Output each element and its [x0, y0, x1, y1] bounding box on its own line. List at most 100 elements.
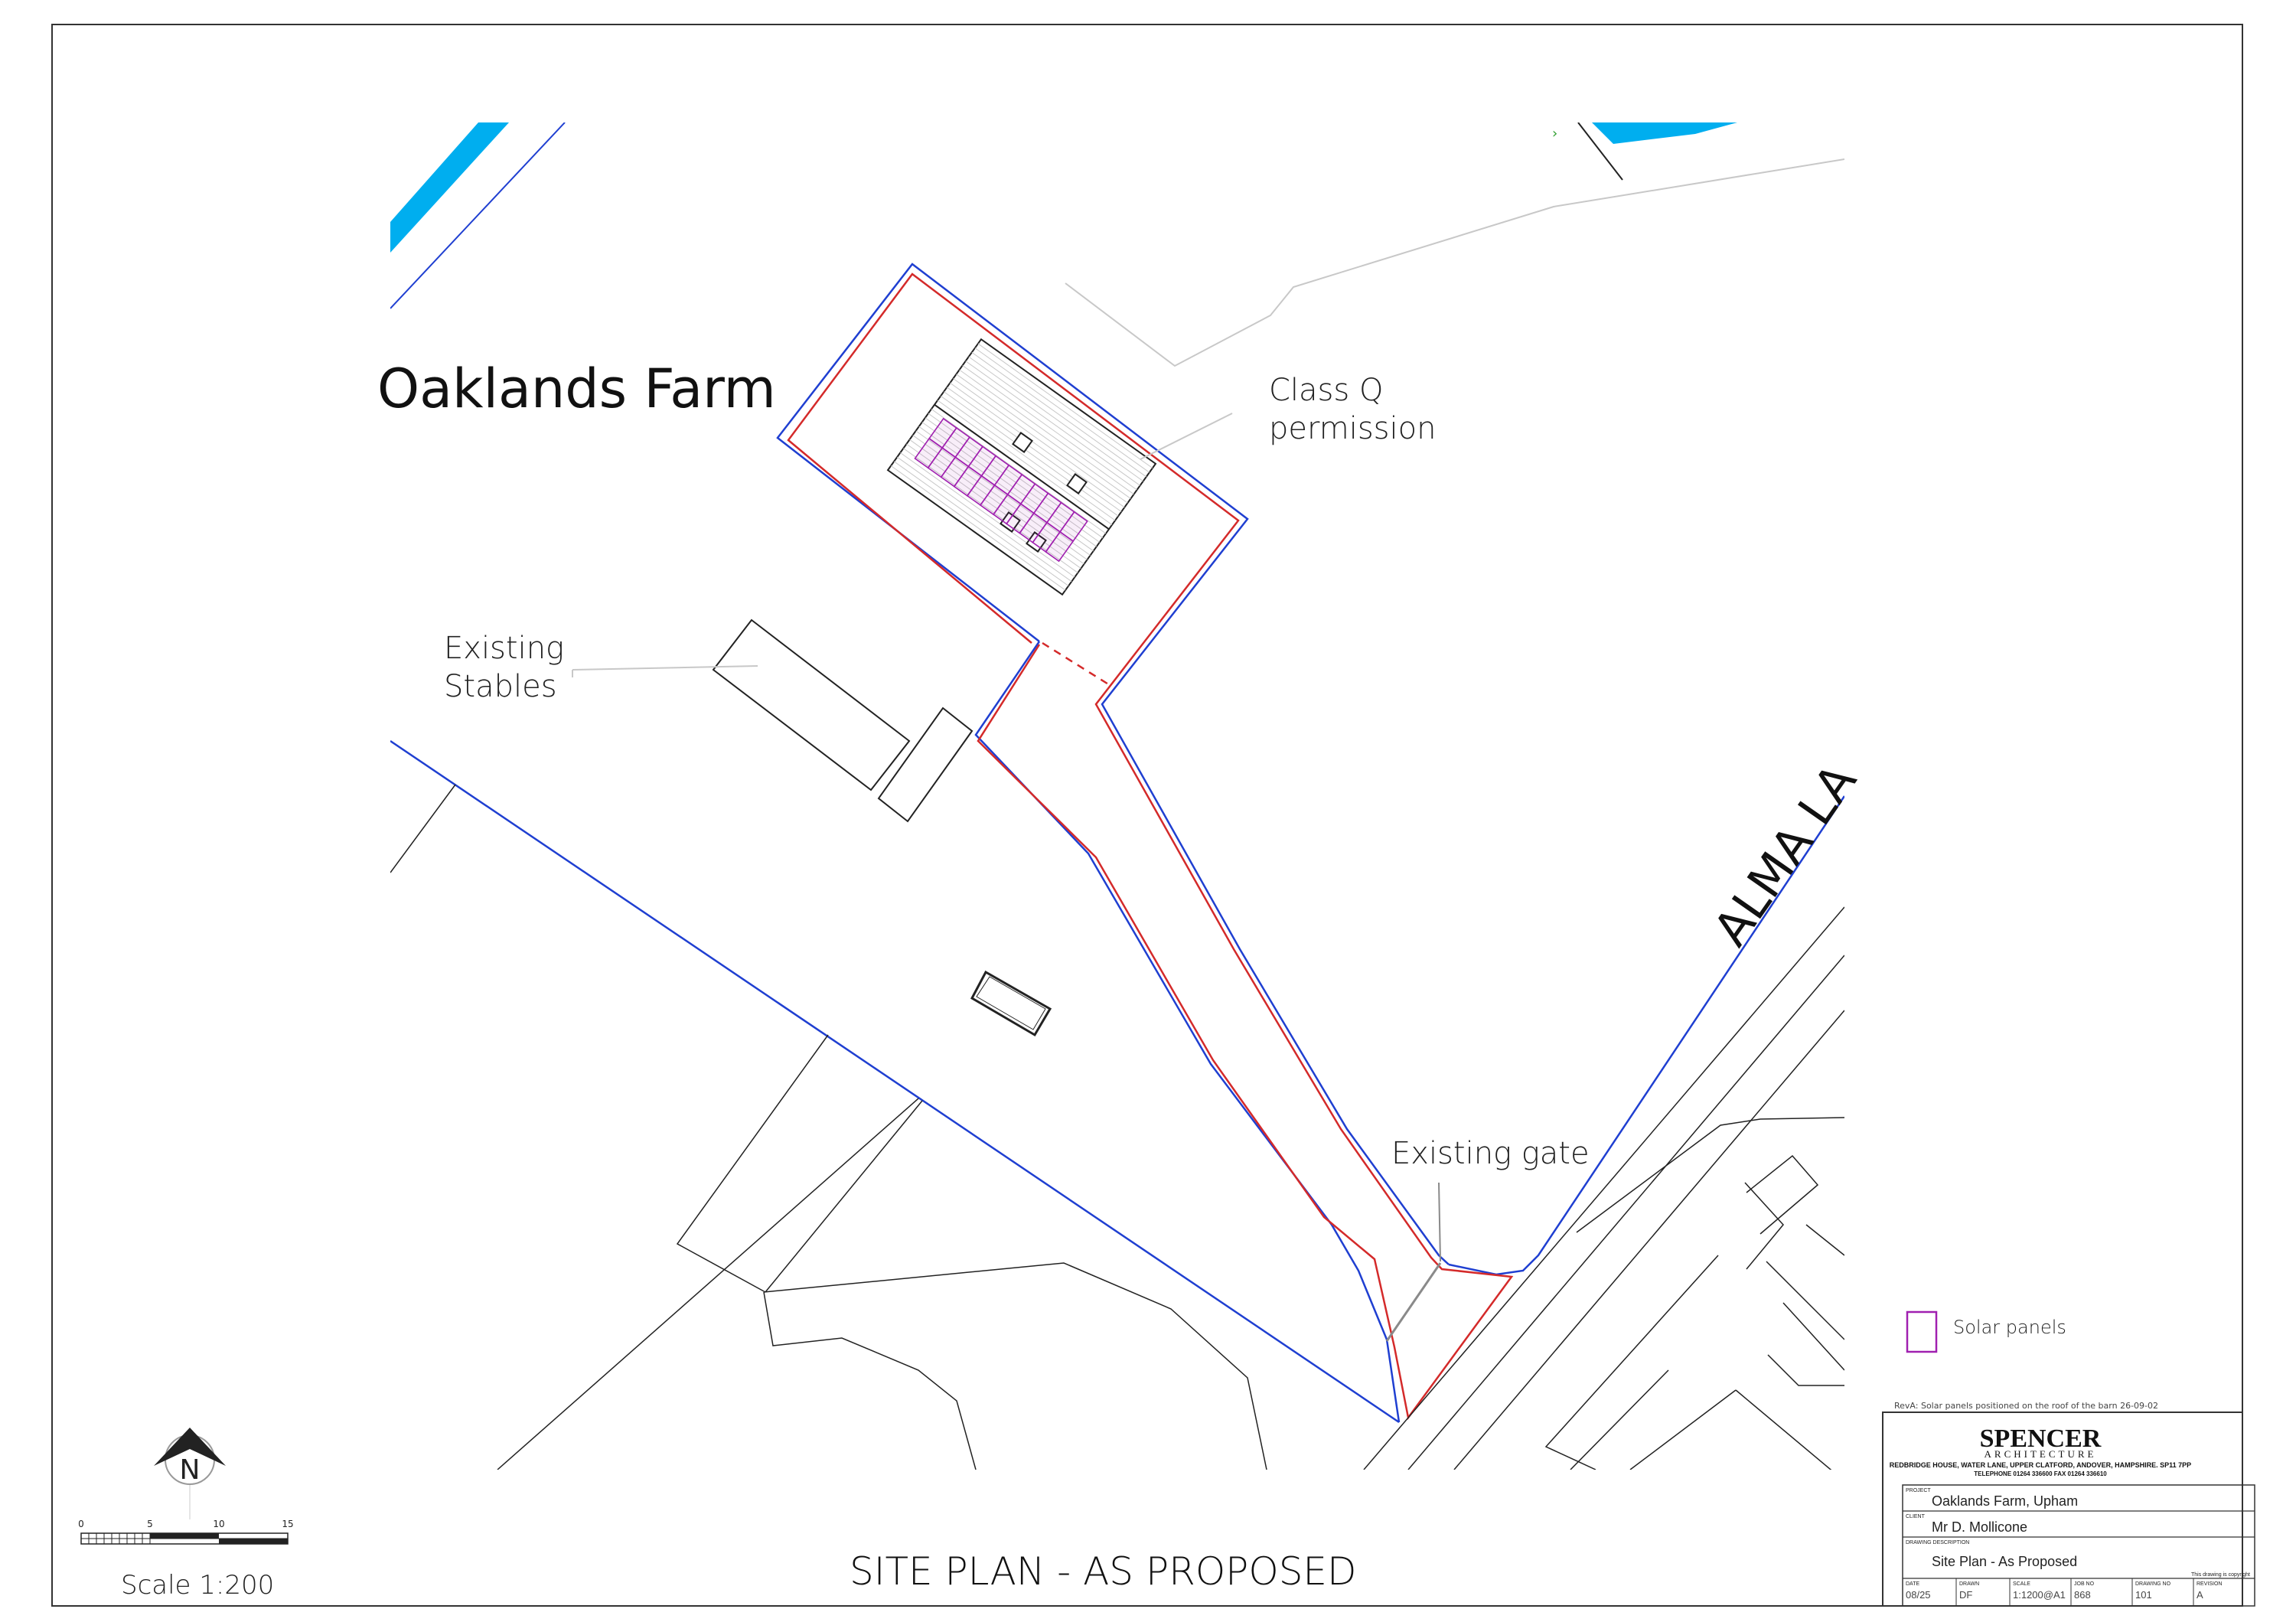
field-label: JOB NO: [2074, 1581, 2095, 1587]
solar-panel-group: [914, 417, 1088, 563]
firm-name: SPENCER: [1980, 1425, 2102, 1453]
gate-label: Existing gate: [1391, 1136, 1590, 1171]
ditch-line-nw: [390, 122, 566, 309]
class-q-label-line2: permission: [1269, 411, 1436, 446]
roof-hatch-line: [903, 448, 1078, 573]
scale-tick-15: 15: [282, 1519, 293, 1529]
roof-hatch-line: [940, 395, 1116, 521]
roof-hatch-line: [912, 435, 1088, 560]
solar-panel-array: [914, 417, 1088, 563]
roof-hatch-line: [950, 382, 1125, 508]
north-arrow-letter: N: [180, 1454, 201, 1486]
roof-hatch-line: [946, 387, 1122, 512]
solar-panel: [1045, 530, 1075, 563]
barn-ridge: [934, 403, 1110, 530]
gate-leader: [1438, 1182, 1441, 1262]
roof-hatch-line: [928, 413, 1104, 539]
farm-name-label: Oaklands Farm: [377, 357, 776, 420]
ownership-boundary-plot: [974, 641, 1401, 1423]
roof-hatch-line: [959, 369, 1134, 495]
firm-sub: ARCHITECTURE: [1985, 1448, 2097, 1460]
revision-note: RevA: Solar panels positioned on the roo…: [1894, 1401, 2158, 1411]
grey-field-boundary: [1065, 158, 1844, 367]
client-value: Mr D. Mollicone: [1932, 1519, 2027, 1535]
east-building: [1735, 1389, 1832, 1470]
pond-mark: ›: [1552, 126, 1557, 142]
legend: Solar panels: [1906, 1310, 2066, 1353]
field-value: 08/25: [1906, 1589, 1931, 1601]
class-q-barn: [886, 338, 1157, 596]
legend-solar-swatch: [1906, 1310, 1938, 1353]
copyright-note: This drawing is copyright: [2191, 1572, 2250, 1578]
roof-hatch-line: [890, 465, 1066, 591]
scale-bar-solid-2: [219, 1539, 288, 1544]
lane-edge: [1407, 955, 1844, 1470]
pond-edge: [1577, 122, 1623, 181]
roof-hatch-line: [896, 456, 1072, 583]
east-building: [1570, 1369, 1669, 1470]
field-line: [763, 1262, 1267, 1470]
field-line: [390, 784, 456, 873]
field-value: 868: [2074, 1589, 2091, 1601]
desc-label: DRAWING DESCRIPTION: [1906, 1540, 1969, 1545]
small-outbuilding: [970, 970, 1052, 1037]
site-boundary-dashed: [1042, 641, 1110, 687]
scale-tick-5: 5: [147, 1519, 153, 1529]
roof-hatch-line: [965, 361, 1140, 486]
east-building: [1767, 1354, 1844, 1386]
stables-label-line1: Existing: [444, 631, 564, 666]
firm-phone: TELEPHONE 01264 336600 FAX 01264 336610: [1974, 1470, 2107, 1477]
sheet-border: [51, 24, 2243, 1607]
roof-hatch-line: [915, 430, 1091, 556]
scale-bar-solid-1: [150, 1533, 219, 1539]
roof-hatch-line: [971, 351, 1147, 478]
roof-hatch-line: [931, 408, 1107, 534]
class-q-leader: [1140, 413, 1233, 460]
small-outbuilding-inner: [976, 976, 1046, 1030]
class-q-label-line1: Class Q: [1269, 373, 1383, 408]
site-boundary-red: [787, 273, 1514, 1421]
roof-hatch-line: [918, 426, 1094, 552]
title-fields-frame: [1902, 1484, 2255, 1607]
roof-hatch-line: [921, 422, 1097, 547]
rooflight: [1000, 511, 1021, 533]
field-label: DRAWING NO: [2135, 1581, 2171, 1587]
field-value: DF: [1959, 1589, 1972, 1601]
roof-hatch-line: [937, 400, 1113, 526]
existing-gate: [1385, 1262, 1442, 1342]
north-arrow-pointer: [154, 1428, 226, 1466]
water-channel-nw: [390, 122, 509, 253]
roof-hatch-line: [909, 439, 1084, 565]
scale-bar: 0 5 10 15 Scale 1:200: [78, 1519, 293, 1601]
water-pond-ne: [1592, 122, 1737, 144]
field-label: DATE: [1906, 1581, 1919, 1587]
title-block-frame: [1882, 1411, 2243, 1607]
client-label: CLIENT: [1906, 1514, 1926, 1519]
roof-hatch-line: [977, 343, 1153, 468]
field-line: [676, 1034, 829, 1293]
rooflights: [1000, 432, 1088, 553]
stables-leader: [572, 665, 758, 671]
rooflight: [1012, 432, 1033, 453]
existing-stables-main: [712, 618, 911, 791]
barn-roof-hatching: [890, 343, 1153, 591]
road-name-label: ALMA LA: [1702, 754, 1867, 956]
east-building: [1782, 1302, 1844, 1371]
ownership-boundary-lane: [1448, 795, 1844, 1276]
lane-edge: [1453, 1010, 1844, 1470]
field-label: DRAWN: [1959, 1581, 1979, 1587]
ownership-boundary-plot-outer: [776, 263, 1450, 1265]
field-line: [763, 1291, 977, 1470]
roof-hatch-line: [968, 356, 1143, 482]
ownership-boundary-west: [390, 739, 1400, 1424]
legend-solar-label: Solar panels: [1953, 1317, 2066, 1338]
field-label: SCALE: [2013, 1581, 2030, 1587]
roof-hatch-line: [943, 391, 1119, 517]
east-building: [1766, 1261, 1844, 1340]
roof-hatch-line: [900, 452, 1075, 578]
east-building: [1576, 1117, 1844, 1233]
roof-hatch-line: [962, 365, 1137, 491]
firm-address: REDBRIDGE HOUSE, WATER LANE, UPPER CLATF…: [1890, 1461, 2191, 1469]
